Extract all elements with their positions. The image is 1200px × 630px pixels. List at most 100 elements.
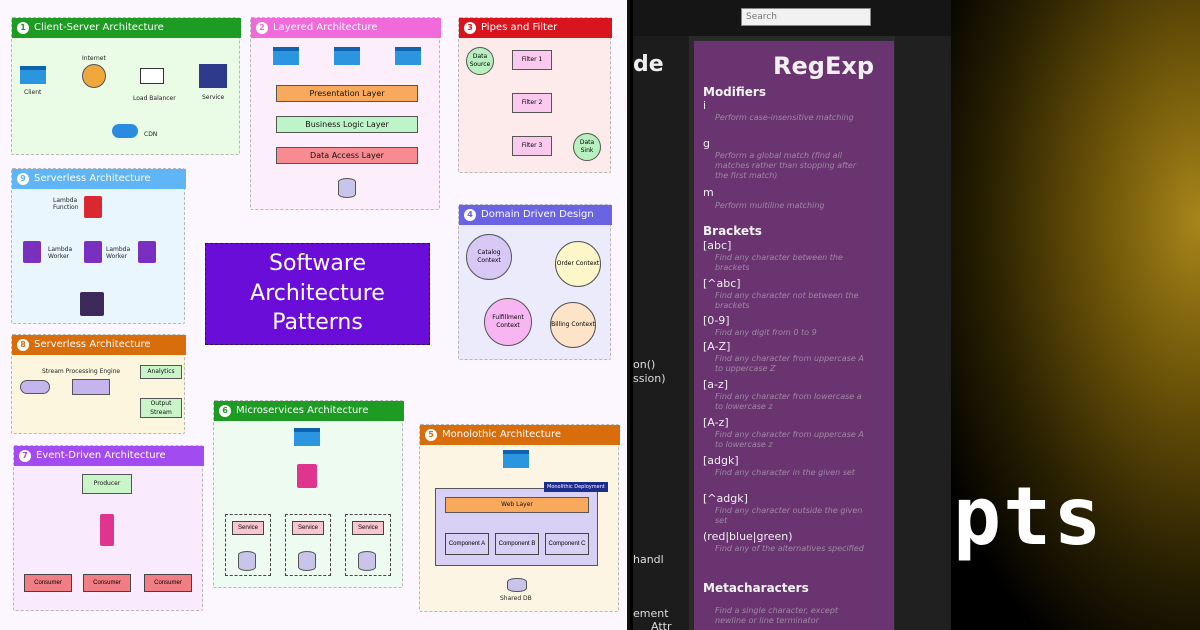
lambda-function-label: Lambda Function (53, 197, 79, 211)
section-modifiers: Modifiers (703, 85, 766, 99)
service-container: Service (225, 514, 271, 576)
regexp-reference-panel: Search de on() ssion) handl ement Attr R… (633, 0, 951, 630)
panel-number: 2 (256, 22, 268, 34)
lambda-worker-label: Lambda Worker (48, 246, 73, 260)
web-layer-node: Web Layer (445, 497, 589, 513)
catalog-context-node: Catalog Context (466, 234, 512, 280)
database-icon (358, 551, 376, 571)
section-metacharacters: Metacharacters (703, 581, 809, 595)
lambda-function-icon (84, 196, 102, 218)
token-alternatives[interactable]: (red|blue|green) (703, 530, 793, 543)
client-label: Client (24, 89, 42, 96)
token-description: Find any character in the given set (715, 468, 855, 477)
token-not-abc[interactable]: [^abc] (703, 277, 741, 290)
main-title: Software Architecture Patterns (205, 243, 430, 345)
search-input[interactable]: Search (741, 8, 871, 26)
load-balancer-icon (140, 68, 164, 84)
service-container: Service (345, 514, 391, 576)
panel-number: 4 (464, 209, 476, 221)
presentation-layer: Presentation Layer (276, 85, 418, 102)
component-a-node: Component A (445, 533, 489, 555)
token-description: Find any character from uppercase A to l… (715, 430, 864, 449)
internet-label: Internet (82, 55, 106, 62)
token-abc[interactable]: [abc] (703, 239, 732, 252)
server-icon (199, 64, 227, 88)
token-description: Perform multiline matching (715, 201, 825, 210)
panel-number: 8 (17, 339, 29, 351)
filter-2-node: Filter 2 (512, 93, 552, 113)
event-bus-icon (100, 514, 114, 546)
token-description: Find any of the alternatives specified (715, 544, 864, 553)
consumer-node: Consumer (144, 574, 192, 592)
panel-number: 7 (19, 450, 31, 462)
lambda-worker-icon (84, 241, 102, 263)
data-sink-node: Data Sink (573, 133, 601, 161)
stream-engine-label: Stream Processing Engine (42, 368, 121, 375)
token-description: Perform case-insensitive matching (715, 113, 854, 122)
output-stream-node: Output Stream (140, 398, 182, 418)
component-b-node: Component B (495, 533, 539, 555)
service-label: Service (202, 94, 225, 101)
filter-3-node: Filter 3 (512, 136, 552, 156)
client-window-icon (395, 47, 421, 65)
token-a-z[interactable]: [a-z] (703, 378, 729, 391)
panel-title: Pipes and Filter (481, 22, 558, 33)
token-description: Find any character not between the brack… (715, 291, 859, 310)
token-description: Find any character between the brackets (715, 253, 843, 272)
business-logic-layer: Business Logic Layer (276, 116, 418, 133)
token-description: Find any digit from 0 to 9 (715, 328, 817, 337)
cdn-label: CDN (144, 131, 158, 138)
token-A-z[interactable]: [A-z] (703, 416, 729, 429)
main-title-line-1: Software (269, 251, 366, 276)
component-c-node: Component C (545, 533, 589, 555)
right-banner: pts (951, 0, 1200, 630)
panel-title: Monolothic Architecture (442, 429, 562, 440)
token-A-Z[interactable]: [A-Z] (703, 340, 731, 353)
client-window-icon (334, 47, 360, 65)
sidebar-fragment: Attr (651, 620, 672, 630)
token-g[interactable]: g (703, 137, 710, 150)
main-title-line-3: Patterns (272, 310, 363, 336)
shared-db-icon (507, 578, 527, 592)
stream-engine-icon (72, 379, 110, 395)
lambda-worker-icon (138, 241, 156, 263)
sidebar-fragment: handl (633, 553, 664, 566)
sidebar-fragment: ssion) (633, 372, 666, 385)
client-window-icon (294, 428, 320, 446)
right-sidebar (895, 36, 951, 630)
left-sidebar (633, 36, 689, 630)
producer-node: Producer (82, 474, 132, 494)
database-icon (298, 551, 316, 571)
main-title-line-2: Architecture (250, 280, 385, 306)
client-window-icon (273, 47, 299, 65)
fulfillment-context-node: Fulfillment Context (484, 298, 532, 346)
token-0-9[interactable]: [0-9] (703, 314, 730, 327)
billing-context-node: Billing Context (550, 302, 596, 348)
shared-db-label: Shared DB (500, 595, 532, 602)
sidebar-fragment: on() (633, 358, 656, 371)
api-gateway-icon (297, 464, 317, 488)
database-icon (338, 178, 356, 198)
database-icon (238, 551, 256, 571)
lambda-worker-label: Lambda Worker (106, 246, 131, 260)
panel-number: 9 (17, 173, 29, 185)
panel-number: 1 (17, 22, 29, 34)
token-description: Find any character from lowercase a to l… (715, 392, 862, 411)
token-not-adgk[interactable]: [^adgk] (703, 492, 748, 505)
panel-title: Serverless Architecture (34, 173, 151, 184)
token-adgk[interactable]: [adgk] (703, 454, 739, 467)
token-i[interactable]: i (703, 99, 707, 112)
panel-title: Domain Driven Design (481, 209, 594, 220)
sidebar-fragment: de (633, 52, 664, 77)
stream-input-icon (20, 380, 50, 394)
service-node: Service (232, 521, 264, 535)
token-m[interactable]: m (703, 186, 714, 199)
load-balancer-label: Load Balancer (133, 95, 176, 102)
